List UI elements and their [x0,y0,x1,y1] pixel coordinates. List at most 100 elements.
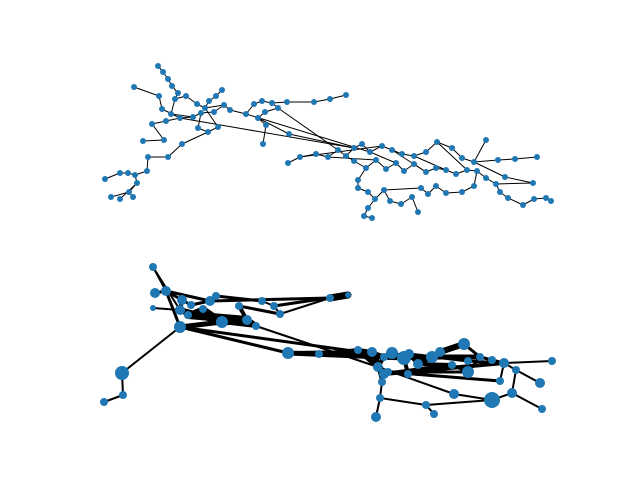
graph-node [411,161,417,167]
graph-node [276,310,284,318]
graph-node [343,92,349,98]
nodes [100,263,556,422]
graph-node [156,93,162,99]
graph-node [205,296,215,306]
graph-node [235,302,243,310]
graph-node [423,169,429,175]
graph-node [538,405,546,413]
graph-node [355,185,361,191]
graph-node [134,180,140,186]
graph-node [297,154,303,160]
graph-node [335,147,341,153]
graph-node [404,349,414,359]
graph-node [150,305,156,311]
graph-edge [514,156,538,160]
graph-node [351,158,357,164]
graph-node [433,165,439,171]
graph-edge [511,392,543,410]
graph-node [163,118,169,124]
full-graph [102,63,554,221]
graph-node [359,141,365,147]
graph-node [404,370,412,378]
graph-edge [245,113,371,153]
graph-node [488,356,496,364]
graph-node [119,391,127,399]
graph-node [179,141,185,147]
graph-node [355,177,361,183]
graph-edge [164,289,182,329]
graph-edge [237,304,282,316]
graph-edge [383,187,422,191]
graph-node [443,167,449,173]
graph-node [449,145,455,151]
graph-node [140,138,146,144]
graph-node [155,63,161,69]
graph-node [423,149,429,155]
graph-node [383,166,389,172]
graph-edge [208,296,332,303]
graph-node [534,154,540,160]
graph-node [205,129,211,135]
graph-node [462,366,474,378]
graph-node [198,110,204,116]
graph-node [398,201,404,207]
graph-node [415,209,421,215]
graph-edge [473,159,499,163]
graph-node [393,160,399,166]
graph-node [418,185,424,191]
graph-node [199,305,207,313]
graph-node [177,115,183,121]
graph-edge [504,176,534,184]
graph-edge [277,107,339,151]
graph-node [464,357,472,365]
graph-node [367,347,377,357]
graph-node [252,322,260,330]
graph-edge [413,155,447,171]
graph-node [168,111,174,117]
graph-edge [255,325,379,368]
graph-node [130,194,136,200]
graph-edge [262,124,267,145]
graph-node [502,174,508,180]
graph-node [459,189,465,195]
graph-edge [436,141,468,171]
graph-node [376,394,384,402]
graph-node [343,153,349,159]
graph-node [227,107,233,113]
graph-node [202,105,208,111]
graph-node [530,180,536,186]
graph-edge [178,325,290,355]
graph-node [373,157,379,163]
graph-node [131,84,137,90]
graph-node [411,153,417,159]
graph-node [145,154,151,160]
graph-edge [164,289,212,303]
graph-node [258,297,266,305]
graph-node [496,377,504,385]
graph-node [213,93,219,99]
graph-node [117,196,123,202]
graph-node [255,115,261,121]
graph-edge [167,143,183,158]
graph-node [378,378,386,386]
graph-node [284,99,290,105]
graph-node [453,171,459,177]
graph-node [219,87,225,93]
graph-node [260,141,266,147]
graph-node [497,189,503,195]
graph-edge [425,399,493,406]
graph-node [165,154,171,160]
graph-node [512,366,520,374]
graph-node [100,398,108,406]
graph-node [125,170,131,176]
graph-node [464,167,470,173]
graph-edge [178,325,406,360]
graph-node [371,412,381,422]
graph-node [548,357,556,365]
graph-node [422,401,430,409]
graph-edge [177,319,225,330]
graph-node [212,292,220,300]
graph-node [433,183,439,189]
graph-node [458,338,470,350]
graph-edge [279,297,331,315]
